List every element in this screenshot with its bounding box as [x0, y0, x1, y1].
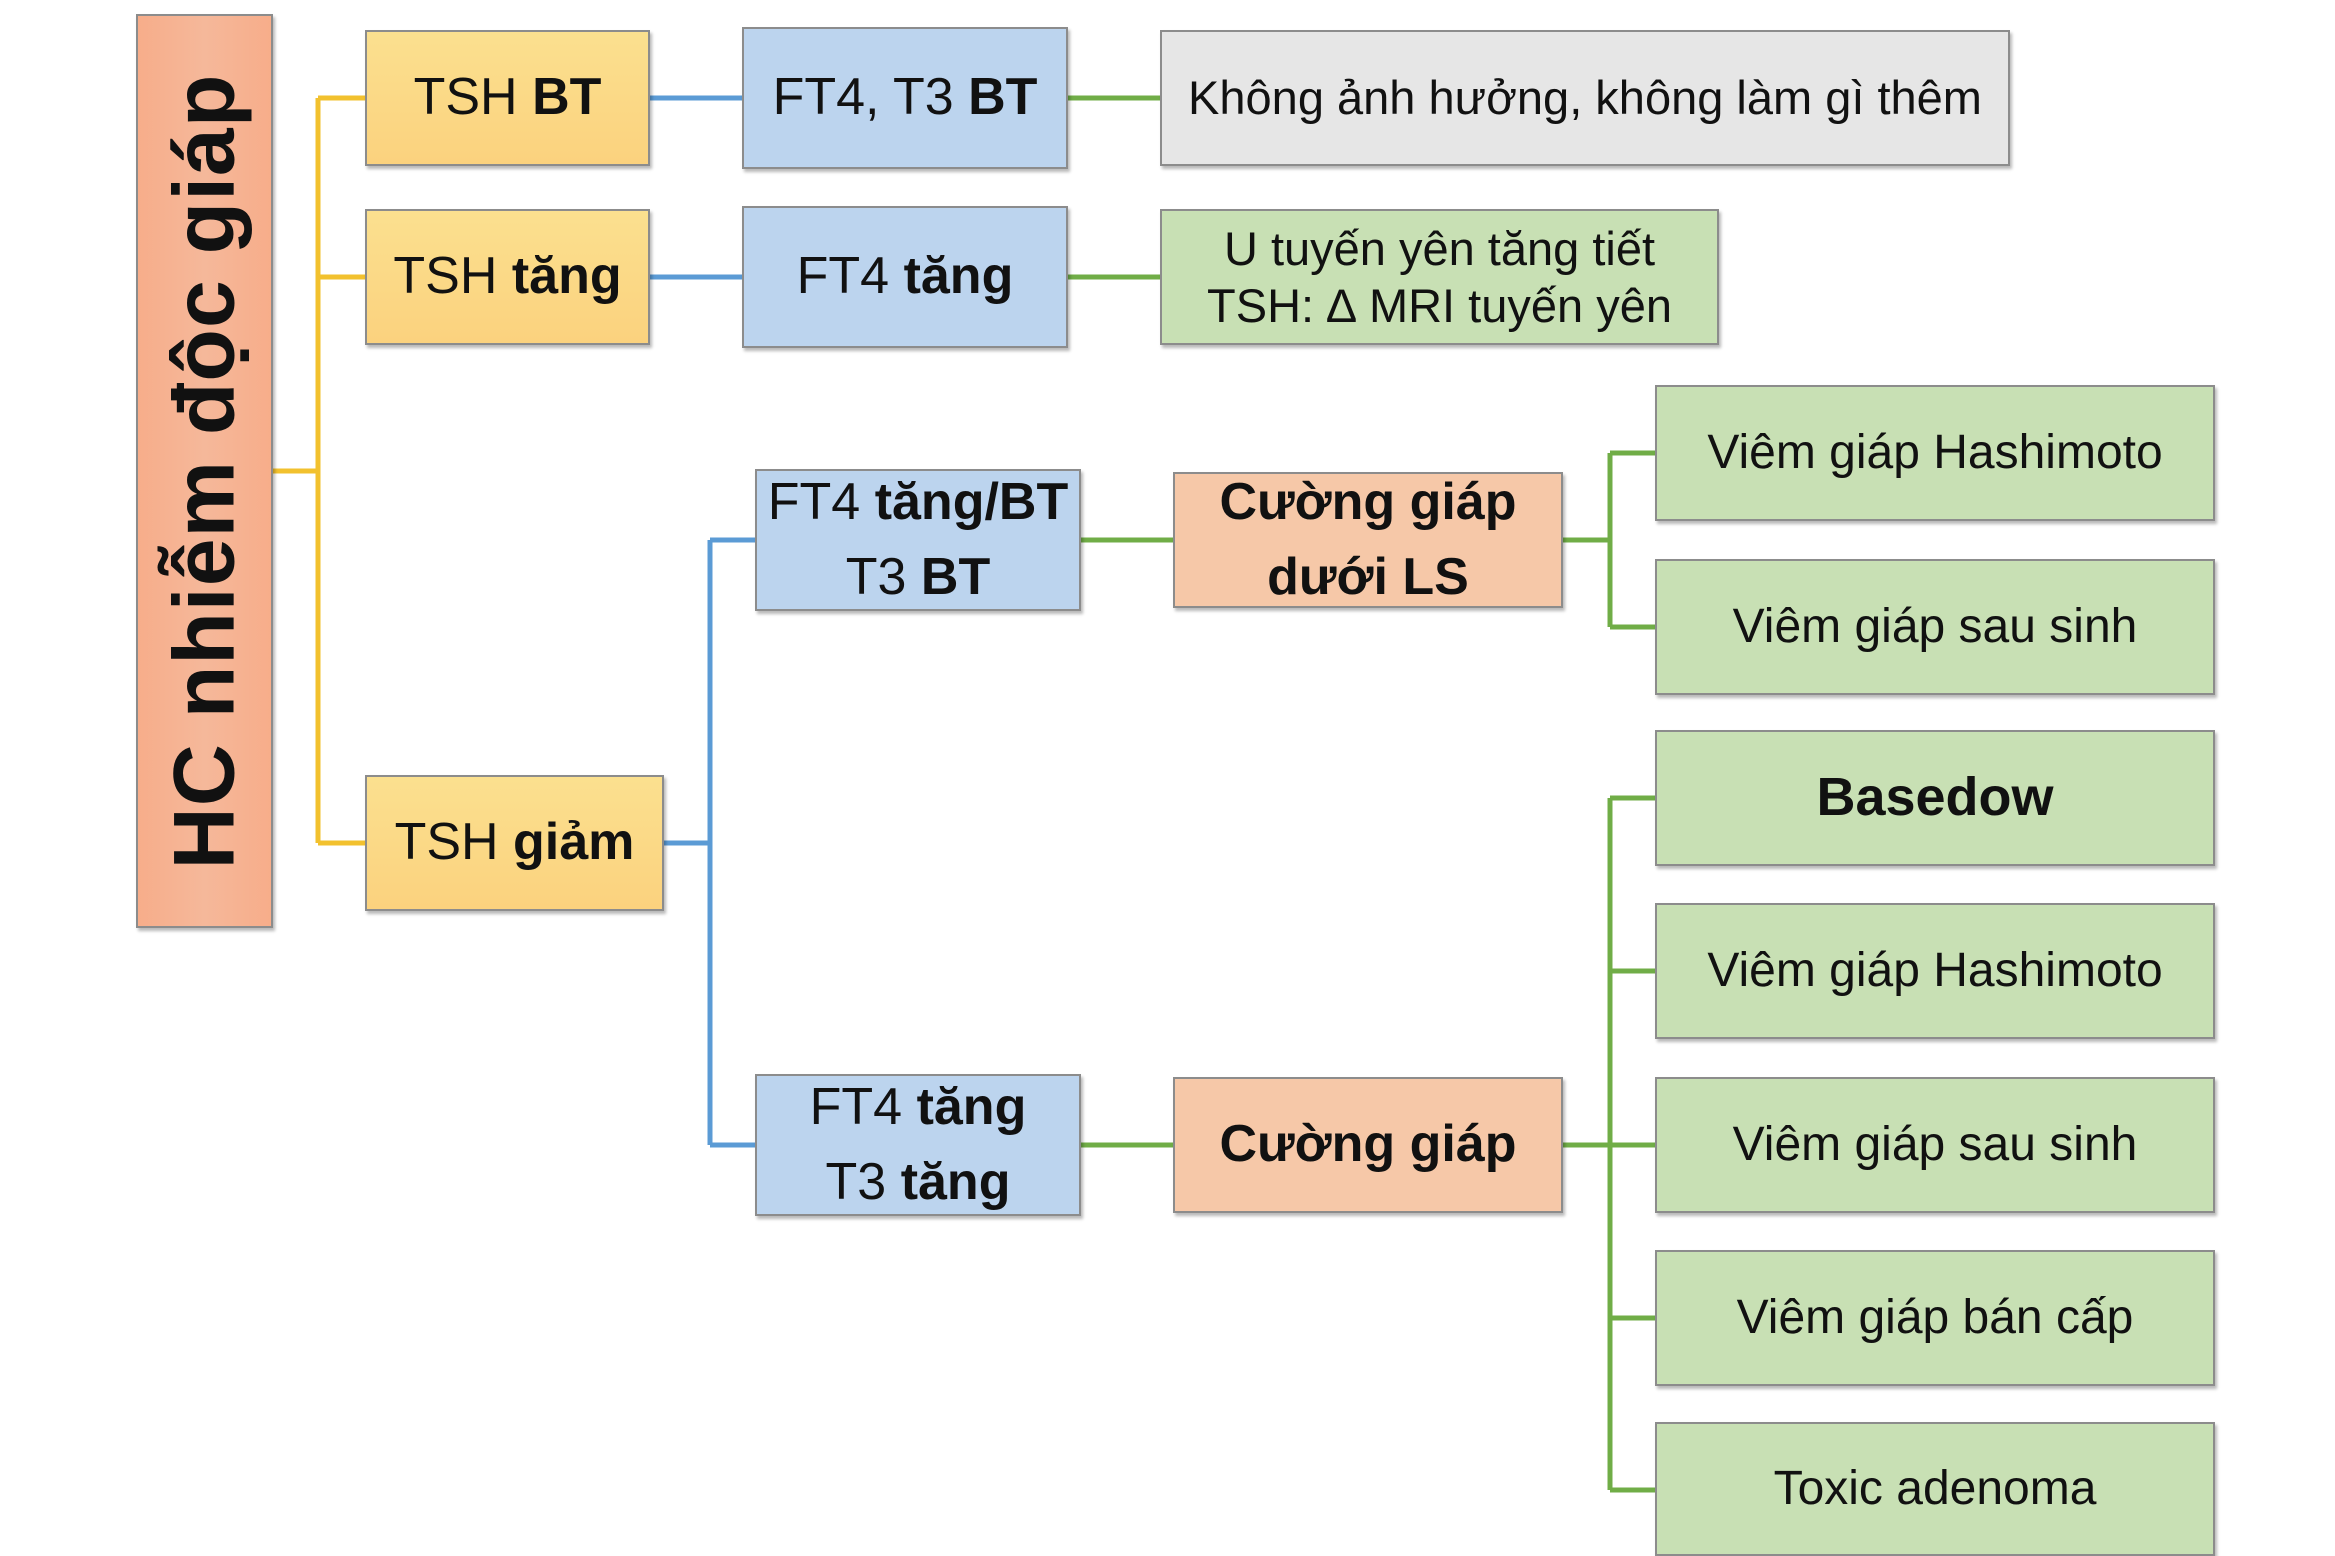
t3-value-1: BT: [920, 548, 991, 606]
ft4-high-node: FT4 tăng: [742, 206, 1068, 348]
pituitary-line-1: U tuyến yên tăng tiết: [1223, 221, 1656, 275]
tsh-high-node: TSH tăng: [365, 209, 650, 345]
ft4-t3-normal-label: FT4, T3: [772, 68, 969, 127]
ft4-t3-normal-node: FT4, T3 BT: [742, 27, 1068, 169]
tsh-normal-value: BT: [532, 68, 602, 127]
hyper-cause-node: Viêm giáp bán cấp: [1655, 1250, 2215, 1386]
tsh-low-node: TSH giảm: [365, 775, 664, 911]
subclinical-hyperthyroid-node: Cường giáp dưới LS: [1173, 472, 1563, 608]
ft4-label-1: FT4: [767, 472, 875, 531]
hyper-cause-node: Viêm giáp Hashimoto: [1655, 903, 2215, 1039]
pituitary-tumor-node: U tuyến yên tăng tiết TSH: ∆ MRI tuyến y…: [1160, 209, 1719, 345]
cause-text: Toxic adenoma: [1773, 1461, 2097, 1515]
ft4-value-1: tăng/BT: [874, 472, 1069, 531]
ft4-value-2: tăng: [916, 1077, 1027, 1136]
no-effect-node: Không ảnh hưởng, không làm gì thêm: [1160, 30, 2010, 166]
tsh-normal-label: TSH: [413, 68, 533, 127]
cause-text: Viêm giáp sau sinh: [1732, 1117, 2138, 1171]
cause-text: Viêm giáp sau sinh: [1732, 599, 2138, 653]
root-node: HC nhiễm độc giáp: [136, 14, 273, 928]
connector-tsh-ft4: [650, 95, 755, 1148]
connector-root-tsh: [273, 95, 365, 846]
subclinical-cause-node: Viêm giáp sau sinh: [1655, 559, 2215, 695]
connector-results: [1068, 95, 1655, 1493]
t3-label-1: T3: [845, 548, 921, 606]
subclinical-line-2: dưới LS: [1267, 548, 1469, 606]
cause-text: Viêm giáp bán cấp: [1736, 1290, 2134, 1344]
hyperthyroid-text: Cường giáp: [1219, 1115, 1517, 1174]
hyperthyroid-node: Cường giáp: [1173, 1077, 1563, 1213]
ft4-high-label: FT4: [796, 247, 904, 306]
tsh-high-label: TSH: [393, 247, 512, 306]
subclinical-line-1: Cường giáp: [1219, 472, 1517, 531]
ft4-high-value: tăng: [903, 247, 1014, 306]
no-effect-text: Không ảnh hưởng, không làm gì thêm: [1188, 71, 1982, 125]
hyper-cause-node: Basedow: [1655, 730, 2215, 866]
pituitary-line-2: TSH: ∆ MRI tuyến yên: [1207, 279, 1672, 332]
tsh-normal-node: TSH BT: [365, 30, 650, 166]
t3-value-2: tăng: [900, 1153, 1011, 1211]
ft4-high-t3-high-node: FT4 tăng T3 tăng: [755, 1074, 1081, 1216]
cause-text: Basedow: [1816, 767, 2054, 828]
tsh-high-value: tăng: [511, 247, 622, 306]
ft4-t3-normal-value: BT: [968, 68, 1038, 127]
t3-label-2: T3: [825, 1153, 901, 1211]
hyper-cause-node: Toxic adenoma: [1655, 1422, 2215, 1556]
cause-text: Viêm giáp Hashimoto: [1707, 425, 2163, 479]
ft4-label-2: FT4: [809, 1077, 917, 1136]
tsh-low-label: TSH: [394, 813, 514, 872]
root-title: HC nhiễm độc giáp: [156, 73, 253, 869]
tsh-low-value: giảm: [513, 813, 635, 872]
ft4-high-normal-t3-normal-node: FT4 tăng/BT T3 BT: [755, 469, 1081, 611]
hyper-cause-node: Viêm giáp sau sinh: [1655, 1077, 2215, 1213]
subclinical-cause-node: Viêm giáp Hashimoto: [1655, 385, 2215, 521]
cause-text: Viêm giáp Hashimoto: [1707, 943, 2163, 997]
